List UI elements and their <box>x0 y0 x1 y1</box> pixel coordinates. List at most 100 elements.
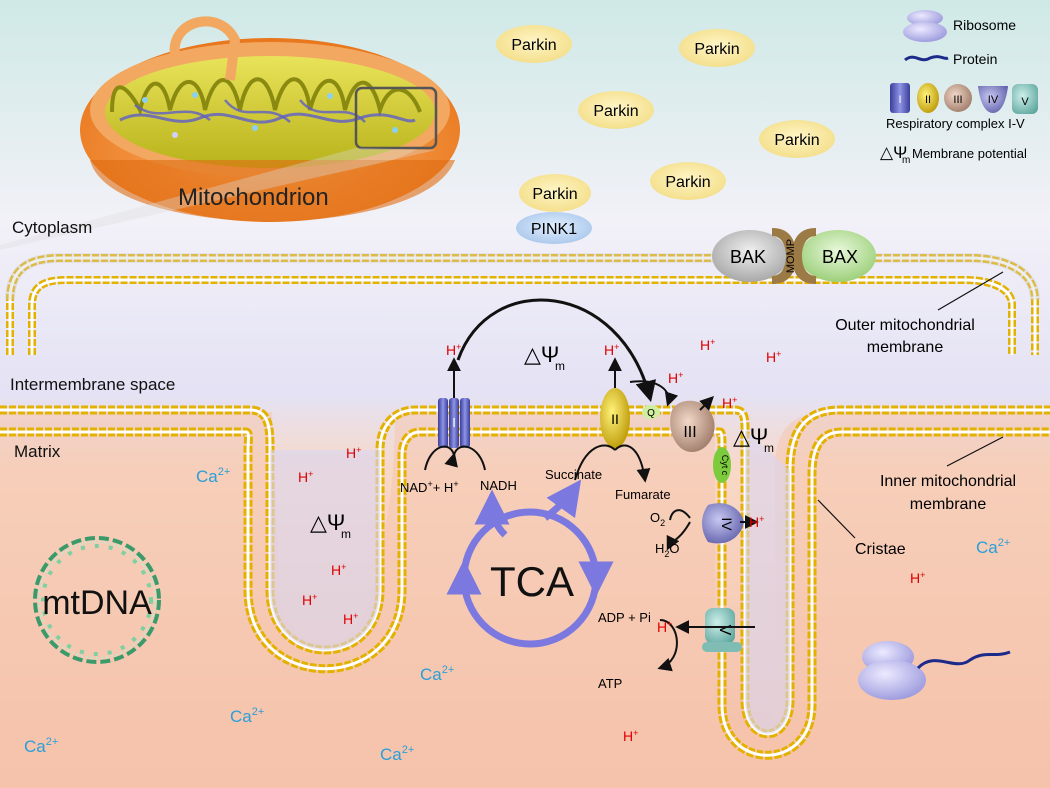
complex-iv-legend-icon <box>978 86 1008 113</box>
proton: H+ <box>749 514 764 530</box>
proton: H+ <box>302 592 317 608</box>
parkin-label: Parkin <box>532 186 577 203</box>
parkin-label: Parkin <box>511 37 556 54</box>
svg-text:m: m <box>555 359 565 373</box>
atp-label: ATP <box>598 676 622 691</box>
complex-iii-legend-icon <box>944 84 972 112</box>
calcium-ion: Ca2+ <box>420 664 454 684</box>
succinate-label: Succinate <box>545 467 602 482</box>
pink1-label: PINK1 <box>531 221 577 238</box>
parkin-protein <box>679 29 755 67</box>
cytochrome-c: Cyt c <box>713 447 731 483</box>
adp-label: ADP + Pi <box>598 610 651 625</box>
complex-ii-legend-icon <box>917 83 939 113</box>
legend-potential-symbol: △Ψ <box>880 143 907 162</box>
proton: H+ <box>700 337 715 353</box>
complex-i: I <box>438 398 470 448</box>
bak-label: BAK <box>730 247 766 267</box>
cytc-label: Cyt c <box>720 455 730 476</box>
intermembrane-space-label: Intermembrane space <box>10 375 175 394</box>
h2o-label: H2O <box>655 541 680 559</box>
cytoplasm-label: Cytoplasm <box>12 218 92 237</box>
complex-iv-label: IV <box>719 517 735 531</box>
proton: H+ <box>623 728 638 744</box>
mitochondrion-label: Mitochondrion <box>178 184 329 211</box>
protein-legend-icon <box>904 55 949 62</box>
svg-text:IV: IV <box>988 94 999 106</box>
complex-iv: IV <box>702 503 744 544</box>
complex-i-legend-icon <box>890 83 910 113</box>
outer-membrane-label-line1: Outer mitochondrial <box>835 317 975 334</box>
parkin-label: Parkin <box>694 41 739 58</box>
calcium-ion: Ca2+ <box>196 466 230 486</box>
legend-protein-label: Protein <box>953 51 997 67</box>
proton: H+ <box>722 395 737 411</box>
outer-membrane <box>5 253 1040 355</box>
mitochondrion-illustration: Mitochondrion <box>0 16 460 250</box>
ribosome-legend-icon <box>903 22 947 42</box>
svg-text:m: m <box>764 441 774 455</box>
complex-ii: II <box>600 388 630 448</box>
o2-label: O2 <box>650 510 665 528</box>
zoom-projection <box>0 148 436 250</box>
svg-text:m: m <box>341 527 351 541</box>
calcium-labels: Ca2+ Ca2+ Ca2+ Ca2+ Ca2+ Ca2+ <box>24 466 1010 764</box>
ribosome-large-subunit <box>858 660 926 700</box>
proton: H+ <box>298 469 313 485</box>
svg-text:III: III <box>953 94 962 106</box>
complex-i-label: I <box>452 415 456 430</box>
svg-text:I: I <box>898 94 901 106</box>
calcium-ion: Ca2+ <box>976 537 1010 557</box>
cristae-label: Cristae <box>855 541 906 558</box>
parkin-label: Parkin <box>774 132 819 149</box>
potential-symbol: △Ψ <box>310 510 345 535</box>
proton: H+ <box>446 342 461 358</box>
proton-labels: H+ H+ H+ H+ H+ H+ H+ H+ H+ H+ H+ H+ H+ H… <box>298 337 925 744</box>
proton: H+ <box>331 562 346 578</box>
tca-label: TCA <box>490 558 574 605</box>
calcium-ion: Ca2+ <box>24 736 58 756</box>
proton: H+ <box>343 611 358 627</box>
mtdna-label: mtDNA <box>42 584 152 622</box>
calcium-ion: Ca2+ <box>230 706 264 726</box>
parkin-group: Parkin Parkin Parkin Parkin Parkin Parki… <box>496 25 835 212</box>
parkin-label: Parkin <box>593 103 638 120</box>
nascent-protein <box>916 650 1011 670</box>
pink1-protein <box>516 212 592 244</box>
inner-membrane-label-line2: membrane <box>910 496 987 513</box>
parkin-protein <box>650 162 726 200</box>
outer-membrane-label-line2: membrane <box>867 339 944 356</box>
ribosome-with-protein <box>858 641 1011 700</box>
proton: H+ <box>657 619 672 635</box>
inner-membrane-pointer <box>946 436 1004 467</box>
complex-v-legend-icon <box>1012 84 1038 114</box>
cristae-pointer <box>817 499 856 539</box>
potential-symbol: △Ψ <box>733 424 768 449</box>
bax-protein <box>800 230 876 282</box>
crista-lumen-left <box>270 450 380 650</box>
matrix-label: Matrix <box>14 442 61 461</box>
tca-cycle: TCA <box>446 479 614 648</box>
q-label: Q <box>647 408 655 419</box>
crista-lumen-right <box>745 430 790 734</box>
legend-potential-caption: Membrane potential <box>912 146 1027 161</box>
membrane-potential-labels: △Ψ m △Ψ m △Ψ m <box>310 342 774 541</box>
potential-symbol: △Ψ <box>524 342 559 367</box>
parkin-protein <box>759 120 835 158</box>
legend-complex-caption: Respiratory complex I-V <box>886 116 1025 131</box>
legend-ribosome-label: Ribosome <box>953 17 1016 33</box>
electron-transport-arrows <box>424 298 759 672</box>
proton: H+ <box>910 570 925 586</box>
svg-text:m: m <box>902 155 910 166</box>
fumarate-label: Fumarate <box>615 487 671 502</box>
ribosome-legend-icon <box>907 10 943 26</box>
complex-ii-label: II <box>611 411 619 427</box>
zoom-box <box>354 86 438 150</box>
parkin-protein <box>578 91 654 129</box>
momp-complex: BAK BAX MOMP <box>712 228 876 284</box>
proton: H+ <box>766 349 781 365</box>
nad-label: NAD++ H+ <box>400 479 459 495</box>
proton: H+ <box>346 445 361 461</box>
proton: H+ <box>604 342 619 358</box>
